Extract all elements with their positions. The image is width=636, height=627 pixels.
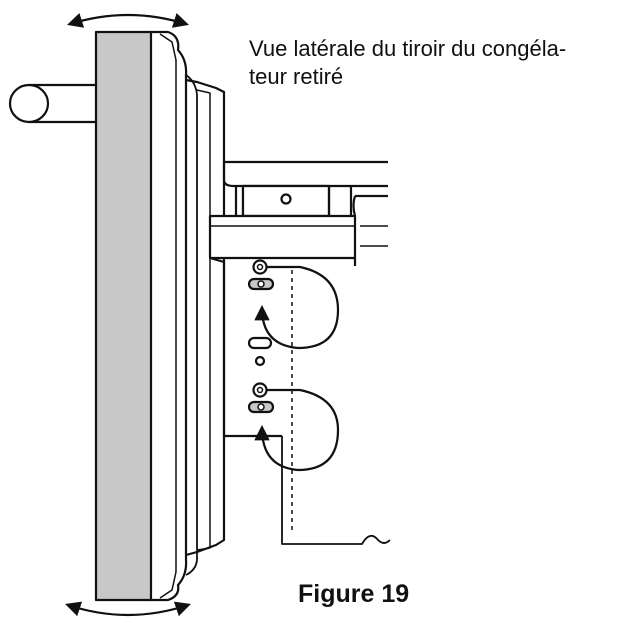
rotate-arrow-bottom-icon: [65, 601, 191, 617]
diagram-caption: Vue latérale du tiroir du congéla- teur …: [249, 35, 629, 91]
drawer-bottom-edge: [281, 436, 391, 545]
caption-line-2: teur retiré: [249, 64, 344, 89]
door-gasket: [151, 30, 188, 602]
screw-icon: [247, 259, 275, 291]
figure-label: Figure 19: [298, 580, 410, 608]
door-panel: [94, 30, 153, 602]
drawer-frame: [222, 160, 388, 188]
rotate-arrow-top-icon: [67, 12, 189, 28]
door-handle: [8, 83, 96, 124]
curved-arrow-icon: [254, 265, 340, 350]
screw-icon: [247, 382, 275, 414]
drawer-liner: [185, 78, 226, 557]
drawer-rail: [208, 194, 388, 266]
slot-hole: [247, 336, 273, 350]
caption-line-1: Vue latérale du tiroir du congéla-: [249, 36, 567, 61]
curved-arrow-icon: [254, 388, 340, 472]
